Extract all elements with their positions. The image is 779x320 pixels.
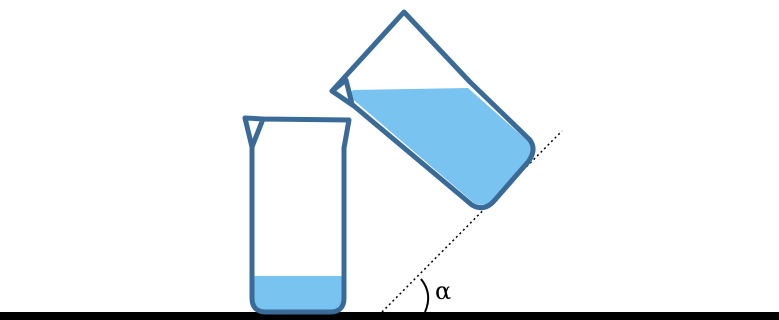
upright-glass-water [253, 276, 343, 311]
tilted-glass-outline [329, 9, 536, 211]
angle-label: α [435, 277, 451, 305]
upright-glass-outline [242, 115, 352, 315]
ground-line [0, 312, 779, 320]
tilted-glass [329, 9, 536, 211]
tilted-glass-water [349, 88, 531, 205]
upright-glass-spout [242, 115, 255, 150]
angle-arc [420, 278, 430, 313]
tilted-glass-spout [329, 77, 355, 107]
upright-glass [242, 115, 352, 315]
